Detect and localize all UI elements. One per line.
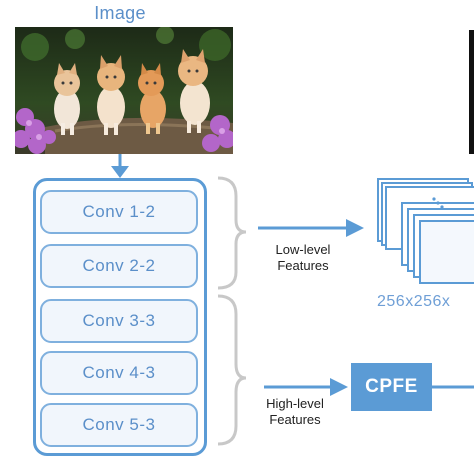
feature-map-stack <box>377 178 474 284</box>
conv-3-3-layer: Conv 3-3 <box>40 299 198 343</box>
conv-2-2-layer: Conv 2-2 <box>40 244 198 288</box>
high-level-features-label: High-level Features <box>266 396 324 427</box>
high-level-brace <box>217 294 247 446</box>
cpfe-block: CPFE <box>351 363 432 411</box>
conv-5-3-layer: Conv 5-3 <box>40 403 198 447</box>
layer-group-braces <box>217 176 247 446</box>
feature-map-layer <box>419 220 474 284</box>
conv-4-3-layer: Conv 4-3 <box>40 351 198 395</box>
cropped-edge-bar <box>469 30 474 154</box>
conv-1-2-layer: Conv 1-2 <box>40 190 198 234</box>
low-level-brace <box>217 176 247 290</box>
feature-map-dimensions: 256x256x <box>377 293 451 310</box>
low-level-features-label: Low-level Features <box>275 242 331 273</box>
stack-ellipsis-dots <box>432 197 444 209</box>
image-to-backbone-arrow <box>111 154 129 178</box>
input-image <box>15 27 233 154</box>
image-title: Image <box>94 3 146 23</box>
